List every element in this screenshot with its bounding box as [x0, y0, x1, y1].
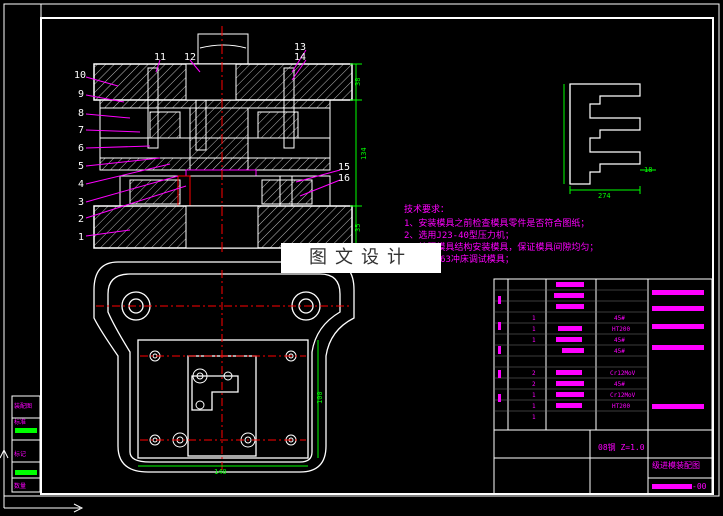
- bom-count: 1: [532, 326, 536, 333]
- bom-material: HT200: [612, 403, 630, 410]
- dim-profile-width: 274: [598, 192, 611, 200]
- bom-count: 1: [532, 403, 536, 410]
- dim-base-width: 140: [214, 468, 227, 476]
- side-label: 标记: [14, 450, 26, 458]
- bom-count: 2: [532, 381, 536, 388]
- bom-material: Cr12MoV: [610, 392, 636, 399]
- bom-count: 1: [532, 337, 536, 344]
- part-number: 14: [294, 52, 306, 63]
- part-number: 13: [294, 42, 306, 53]
- tech-item: 2、选用J23-40型压力机；: [404, 229, 514, 241]
- bom-count: 1: [532, 392, 536, 399]
- bom-count: 1: [532, 315, 536, 322]
- part-labels: 10 9 8 7 6 5 4 3 2 1 11 12 13 14 15 16: [74, 42, 350, 243]
- part-number: 10: [74, 70, 86, 81]
- inner-frame: [40, 17, 714, 495]
- outer-frame: [3, 3, 720, 497]
- part-number: 7: [78, 125, 84, 136]
- bom-materials: 45# 45# 45# Cr12MoV Cr12MoV 45# HT200 HT…: [610, 315, 636, 410]
- part-number: 15: [338, 162, 350, 173]
- part-number: 16: [338, 173, 350, 184]
- part-number: 11: [154, 52, 166, 63]
- section-view: [93, 26, 353, 255]
- bom-count: 1: [532, 414, 536, 421]
- side-label: 标准: [14, 418, 26, 426]
- bom-material: HT200: [612, 326, 630, 333]
- bom-material: 45#: [614, 337, 625, 344]
- side-panel: [11, 395, 41, 493]
- strip-profile: [569, 83, 641, 185]
- bom-bars: [554, 282, 704, 489]
- part-number: 5: [78, 161, 84, 172]
- tech-title: 技术要求：: [404, 203, 449, 215]
- part-number: 1: [78, 232, 84, 243]
- tech-item: 1、安装模具之前检查模具零件是否符合图纸；: [404, 217, 589, 229]
- ucs-icon: [0, 448, 84, 513]
- bom-counts: 1 1 1 2 2 1 1 1: [532, 315, 536, 421]
- leaders-left: [85, 49, 341, 237]
- part-number: 3: [78, 197, 84, 208]
- plan-holes: [149, 350, 297, 448]
- part-number: 9: [78, 89, 84, 100]
- dim-bottom: 35: [354, 224, 362, 232]
- bom-col-marks: [498, 296, 501, 402]
- bom-material: Cr12MoV: [610, 370, 636, 377]
- dim-top: 38: [354, 78, 362, 86]
- dim-total: 134: [360, 147, 368, 160]
- dim-base-height: 100: [316, 391, 324, 404]
- dim-profile-side: 18: [644, 166, 652, 174]
- part-number: 8: [78, 108, 84, 119]
- title-drawing-name: 级进模装配图: [652, 460, 700, 470]
- part-number: 4: [78, 179, 84, 190]
- part-number: 6: [78, 143, 84, 154]
- bom-material: 45#: [614, 348, 625, 355]
- bom-count: 2: [532, 370, 536, 377]
- side-label: 装配图: [14, 402, 32, 410]
- bom-rows: [494, 289, 648, 412]
- bom-material: 45#: [614, 315, 625, 322]
- watermark-banner: 图文设计: [281, 243, 441, 273]
- part-number: 2: [78, 214, 84, 225]
- tech-item: 3、按照模具结构安装模具，保证模具间隙均匀；: [404, 241, 598, 253]
- title-block: [493, 278, 713, 495]
- side-label: 数量: [14, 482, 26, 490]
- plan-centerlines: [96, 270, 350, 470]
- part-number: 12: [184, 52, 196, 63]
- bom-material: 45#: [614, 381, 625, 388]
- title-sheet: -00: [692, 482, 707, 491]
- title-scale: 08钢 Z=1.0: [598, 442, 645, 452]
